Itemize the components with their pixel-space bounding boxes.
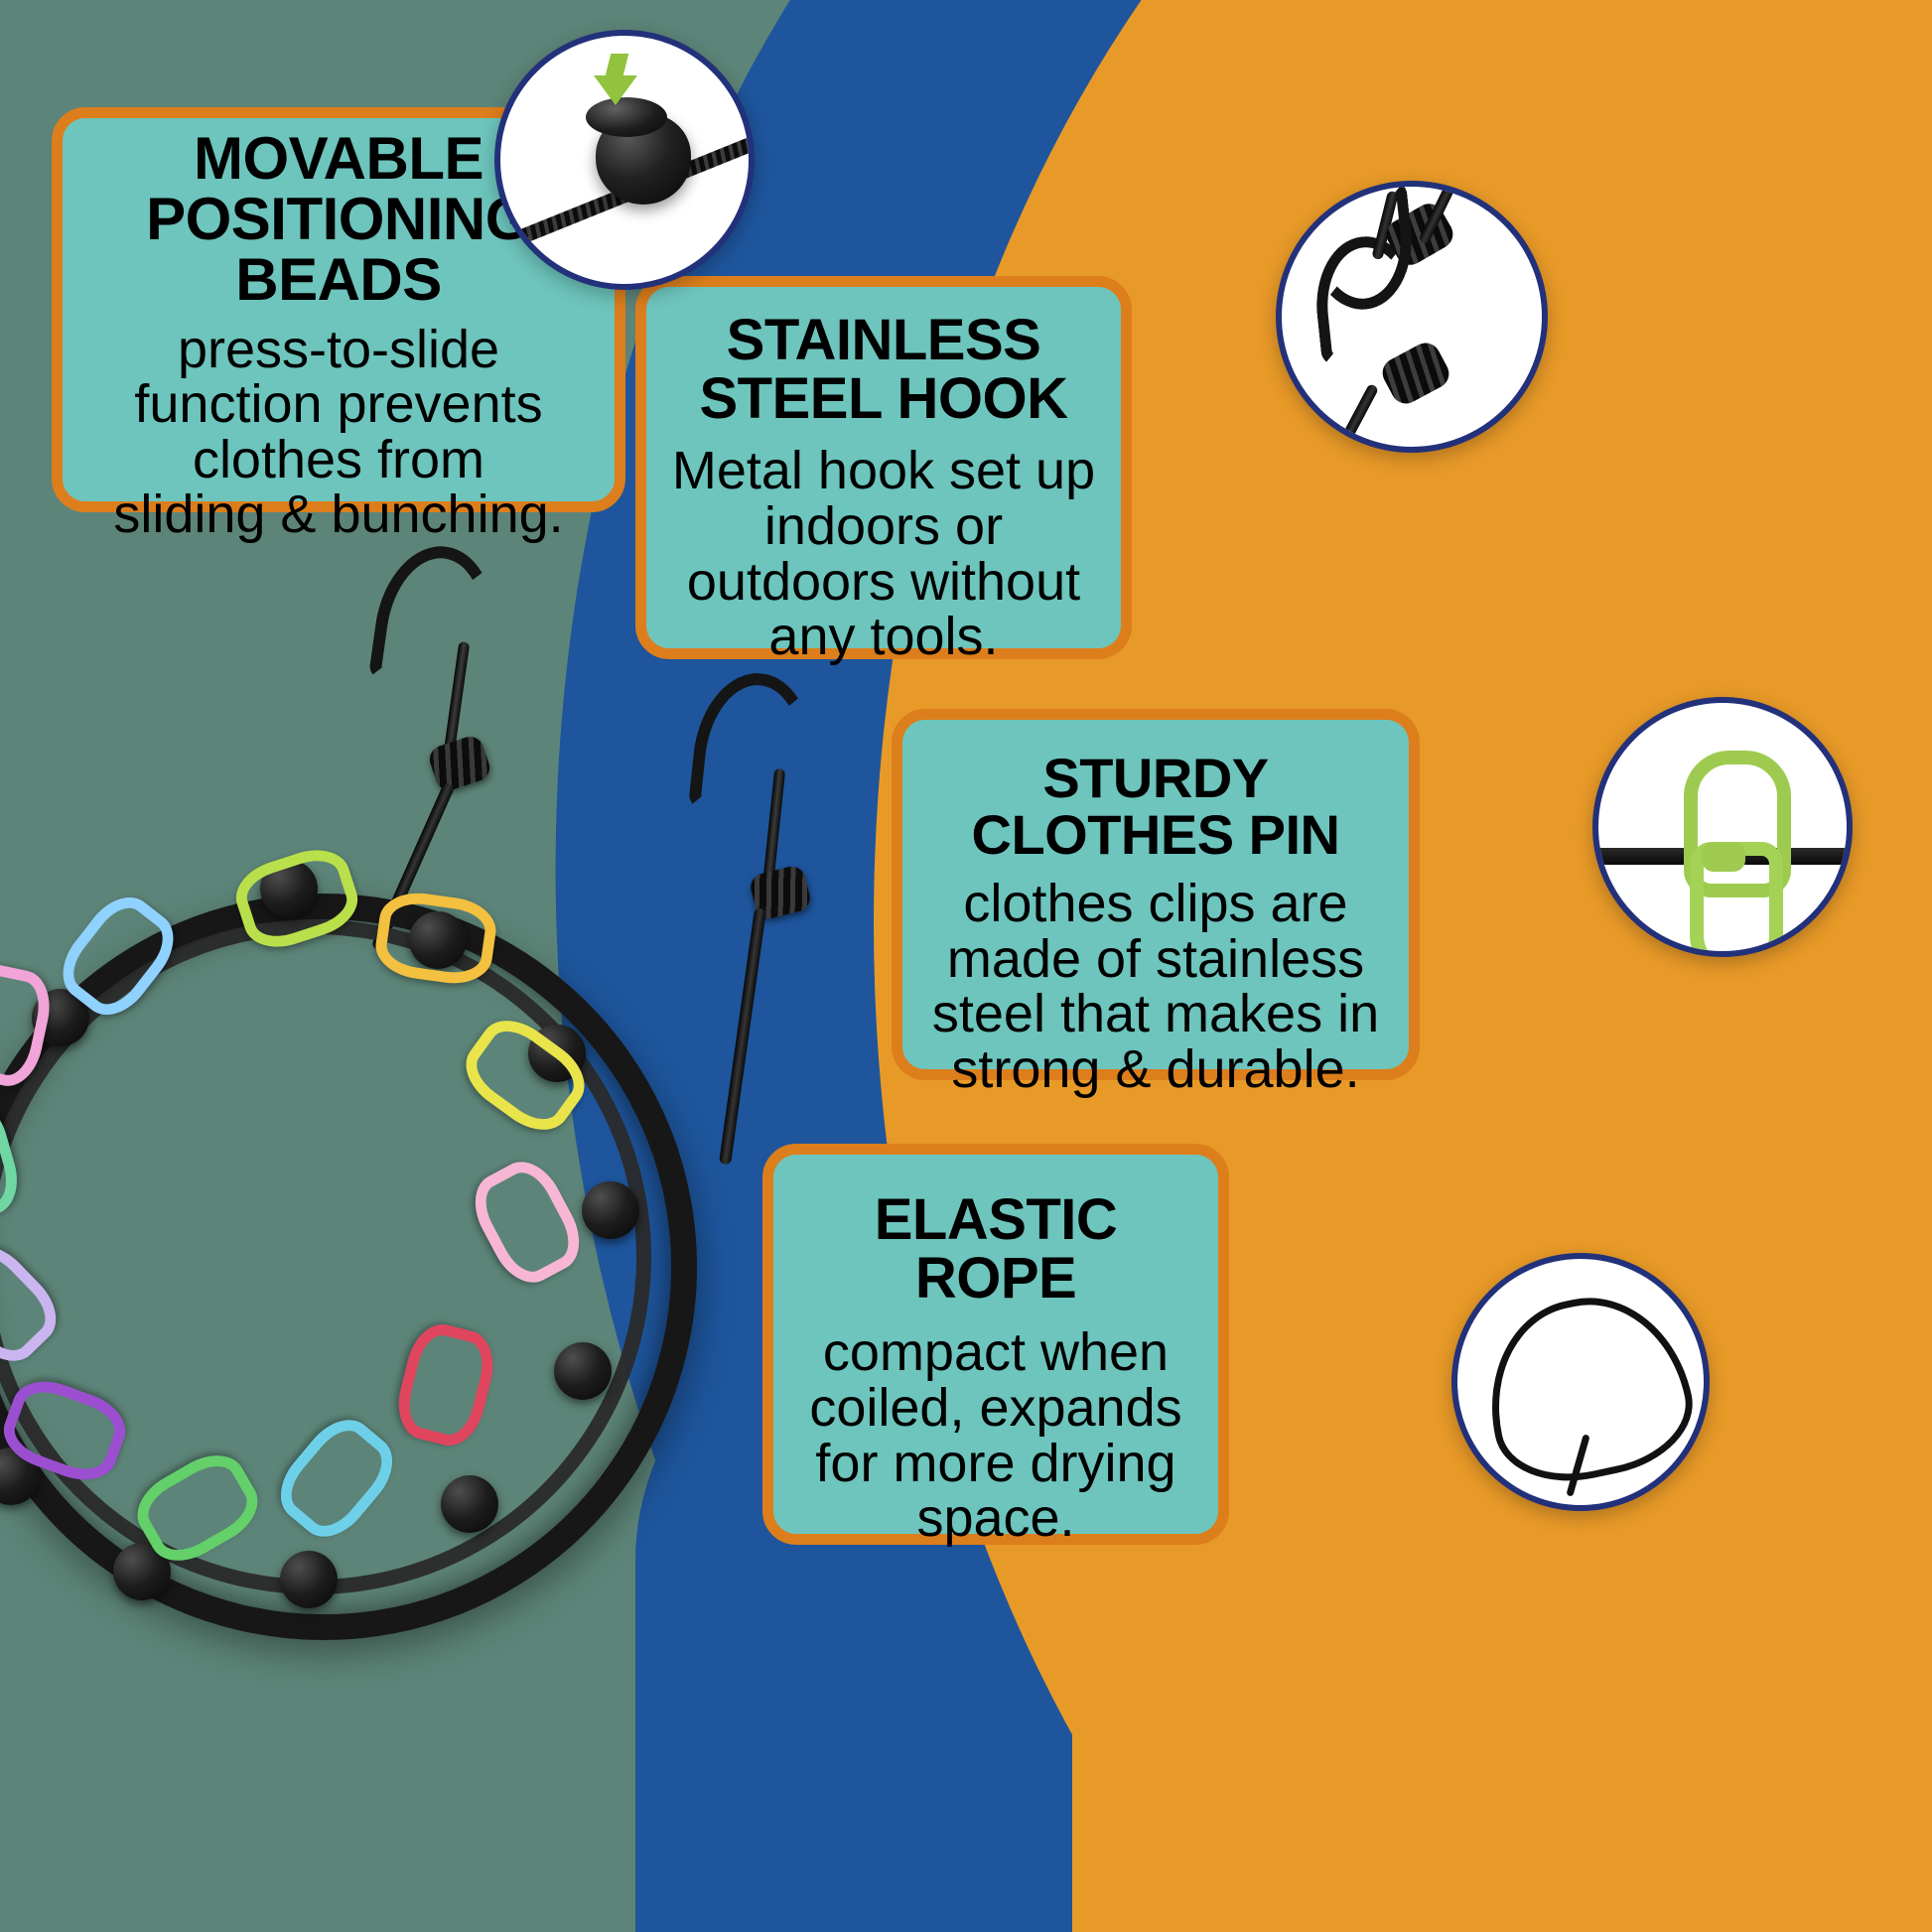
pin-inset-art <box>1598 703 1847 951</box>
body-line: any tools. <box>768 607 999 667</box>
positioning-bead-photo-icon <box>494 30 755 290</box>
elastic-rope-photo-icon <box>1451 1253 1710 1511</box>
body-line: press-to-slide <box>177 319 500 379</box>
hook-inset-art <box>1282 187 1542 447</box>
body-line: indoors or <box>763 495 1004 556</box>
body-line: space. <box>916 1488 1075 1549</box>
feature-title-hook: STAINLESS STEEL HOOK <box>664 311 1103 428</box>
hook-cord <box>1333 382 1380 447</box>
rope-inset-art <box>1457 1259 1704 1505</box>
title-line: CLOTHES PIN <box>971 803 1340 867</box>
title-line: ROPE <box>914 1246 1077 1311</box>
body-line: for more drying <box>815 1433 1176 1493</box>
title-line: STURDY <box>1042 747 1269 809</box>
title-line: STEEL HOOK <box>699 366 1068 432</box>
body-line: sliding & bunching. <box>113 484 564 545</box>
feature-card-elastic-rope[interactable]: ELASTIC ROPE compact when coiled, expand… <box>762 1144 1229 1546</box>
title-line: ELASTIC <box>874 1187 1118 1252</box>
clothes-pin-photo-icon <box>1592 697 1853 957</box>
body-line: made of stainless <box>946 928 1365 989</box>
body-line: clothes clips are <box>963 874 1348 934</box>
steel-hook-photo-icon <box>1276 181 1548 453</box>
body-line: clothes from <box>192 429 485 489</box>
title-line: BEADS <box>235 246 442 314</box>
body-line: strong & durable. <box>951 1039 1360 1100</box>
title-line: MOVABLE <box>193 125 484 192</box>
feature-body-hook: Metal hook set up indoors or outdoors wi… <box>664 444 1103 664</box>
title-line: STAINLESS <box>726 308 1041 372</box>
body-line: compact when <box>822 1322 1170 1383</box>
bead-inset-art <box>500 36 749 284</box>
feature-body-beads: press-to-slide function prevents clothes… <box>80 319 597 545</box>
body-line: coiled, expands <box>809 1377 1182 1438</box>
body-line: outdoors without <box>686 551 1081 612</box>
feature-title-pin: STURDY CLOTHES PIN <box>920 750 1391 863</box>
feature-body-rope: compact when coiled, expands for more dr… <box>791 1325 1200 1546</box>
feature-body-pin: clothes clips are made of stainless stee… <box>920 874 1391 1100</box>
background-orange-lower <box>1072 1489 1932 1932</box>
feature-title-beads: MOVABLE POSITIONING BEADS <box>80 128 597 311</box>
title-line: POSITIONING <box>146 186 531 253</box>
body-line: Metal hook set up <box>671 441 1096 501</box>
feature-title-rope: ELASTIC ROPE <box>791 1190 1200 1308</box>
pin-pivot-icon <box>1702 842 1745 872</box>
arrow-head <box>594 75 637 105</box>
feature-card-stainless-steel-hook[interactable]: STAINLESS STEEL HOOK Metal hook set up i… <box>635 276 1132 664</box>
elastic-rope-loop-icon <box>1470 1279 1704 1497</box>
body-line: function prevents <box>134 374 543 435</box>
feature-card-sturdy-clothes-pin[interactable]: STURDY CLOTHES PIN clothes clips are mad… <box>892 709 1420 1097</box>
body-line: steel that makes in <box>931 984 1380 1044</box>
